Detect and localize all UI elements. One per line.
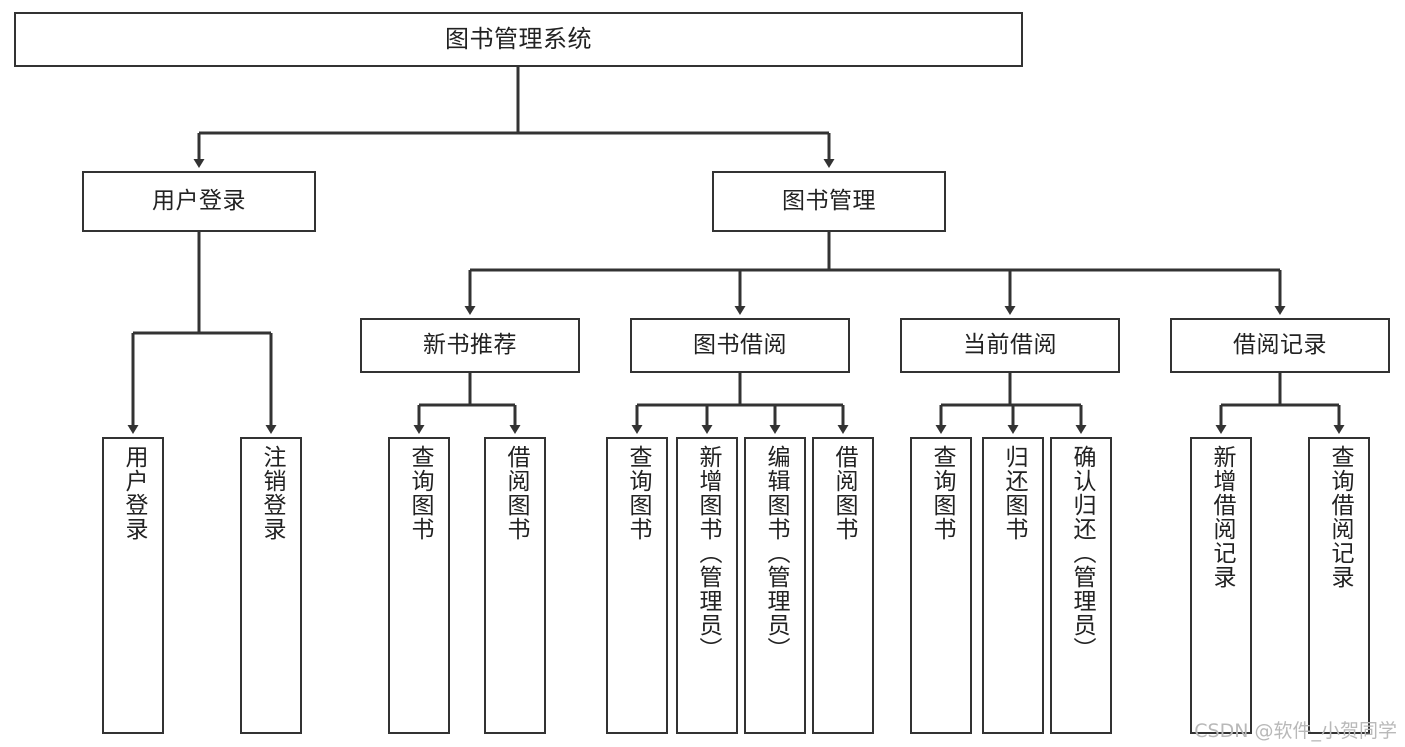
node-leaf-user-login[interactable]: 用户登录 bbox=[102, 437, 164, 734]
node-leaf-query-book-2-label: 查询图书 bbox=[624, 445, 651, 541]
node-user-login-label: 用户登录 bbox=[152, 187, 246, 214]
node-leaf-edit-book-label: 编辑图书（管理员） bbox=[762, 445, 789, 661]
node-leaf-add-book-label: 新增图书（管理员） bbox=[694, 445, 721, 661]
node-leaf-query-record-label: 查询借阅记录 bbox=[1326, 445, 1353, 589]
node-borrow-record-label: 借阅记录 bbox=[1233, 331, 1327, 358]
node-leaf-add-record[interactable]: 新增借阅记录 bbox=[1190, 437, 1252, 734]
node-leaf-borrow-book-1[interactable]: 借阅图书 bbox=[484, 437, 546, 734]
node-leaf-user-login-label: 用户登录 bbox=[120, 445, 147, 541]
node-leaf-query-book-3-label: 查询图书 bbox=[928, 445, 955, 541]
node-leaf-return-book[interactable]: 归还图书 bbox=[982, 437, 1044, 734]
node-leaf-add-record-label: 新增借阅记录 bbox=[1208, 445, 1235, 589]
node-leaf-borrow-book-2-label: 借阅图书 bbox=[830, 445, 857, 541]
node-current-borrow[interactable]: 当前借阅 bbox=[900, 318, 1120, 373]
node-leaf-return-book-label: 归还图书 bbox=[1000, 445, 1027, 541]
node-root[interactable]: 图书管理系统 bbox=[14, 12, 1023, 67]
node-leaf-query-book-2[interactable]: 查询图书 bbox=[606, 437, 668, 734]
node-user-login[interactable]: 用户登录 bbox=[82, 171, 316, 232]
node-leaf-add-book[interactable]: 新增图书（管理员） bbox=[676, 437, 738, 734]
node-leaf-edit-book[interactable]: 编辑图书（管理员） bbox=[744, 437, 806, 734]
node-leaf-query-book-1[interactable]: 查询图书 bbox=[388, 437, 450, 734]
node-book-borrow[interactable]: 图书借阅 bbox=[630, 318, 850, 373]
node-leaf-query-book-1-label: 查询图书 bbox=[406, 445, 433, 541]
node-current-borrow-label: 当前借阅 bbox=[963, 331, 1057, 358]
node-new-book-recommend-label: 新书推荐 bbox=[423, 331, 517, 358]
node-new-book-recommend[interactable]: 新书推荐 bbox=[360, 318, 580, 373]
node-book-manage-label: 图书管理 bbox=[782, 187, 876, 214]
node-leaf-query-book-3[interactable]: 查询图书 bbox=[910, 437, 972, 734]
node-leaf-borrow-book-2[interactable]: 借阅图书 bbox=[812, 437, 874, 734]
watermark-text: CSDN @软件_小贺同学 bbox=[1194, 720, 1397, 742]
node-book-manage[interactable]: 图书管理 bbox=[712, 171, 946, 232]
node-leaf-user-logout[interactable]: 注销登录 bbox=[240, 437, 302, 734]
node-leaf-confirm-return-label: 确认归还（管理员） bbox=[1068, 445, 1095, 661]
node-book-borrow-label: 图书借阅 bbox=[693, 331, 787, 358]
node-leaf-query-record[interactable]: 查询借阅记录 bbox=[1308, 437, 1370, 734]
node-borrow-record[interactable]: 借阅记录 bbox=[1170, 318, 1390, 373]
node-leaf-borrow-book-1-label: 借阅图书 bbox=[502, 445, 529, 541]
node-root-label: 图书管理系统 bbox=[445, 25, 592, 54]
node-leaf-user-logout-label: 注销登录 bbox=[258, 445, 285, 541]
node-leaf-confirm-return[interactable]: 确认归还（管理员） bbox=[1050, 437, 1112, 734]
